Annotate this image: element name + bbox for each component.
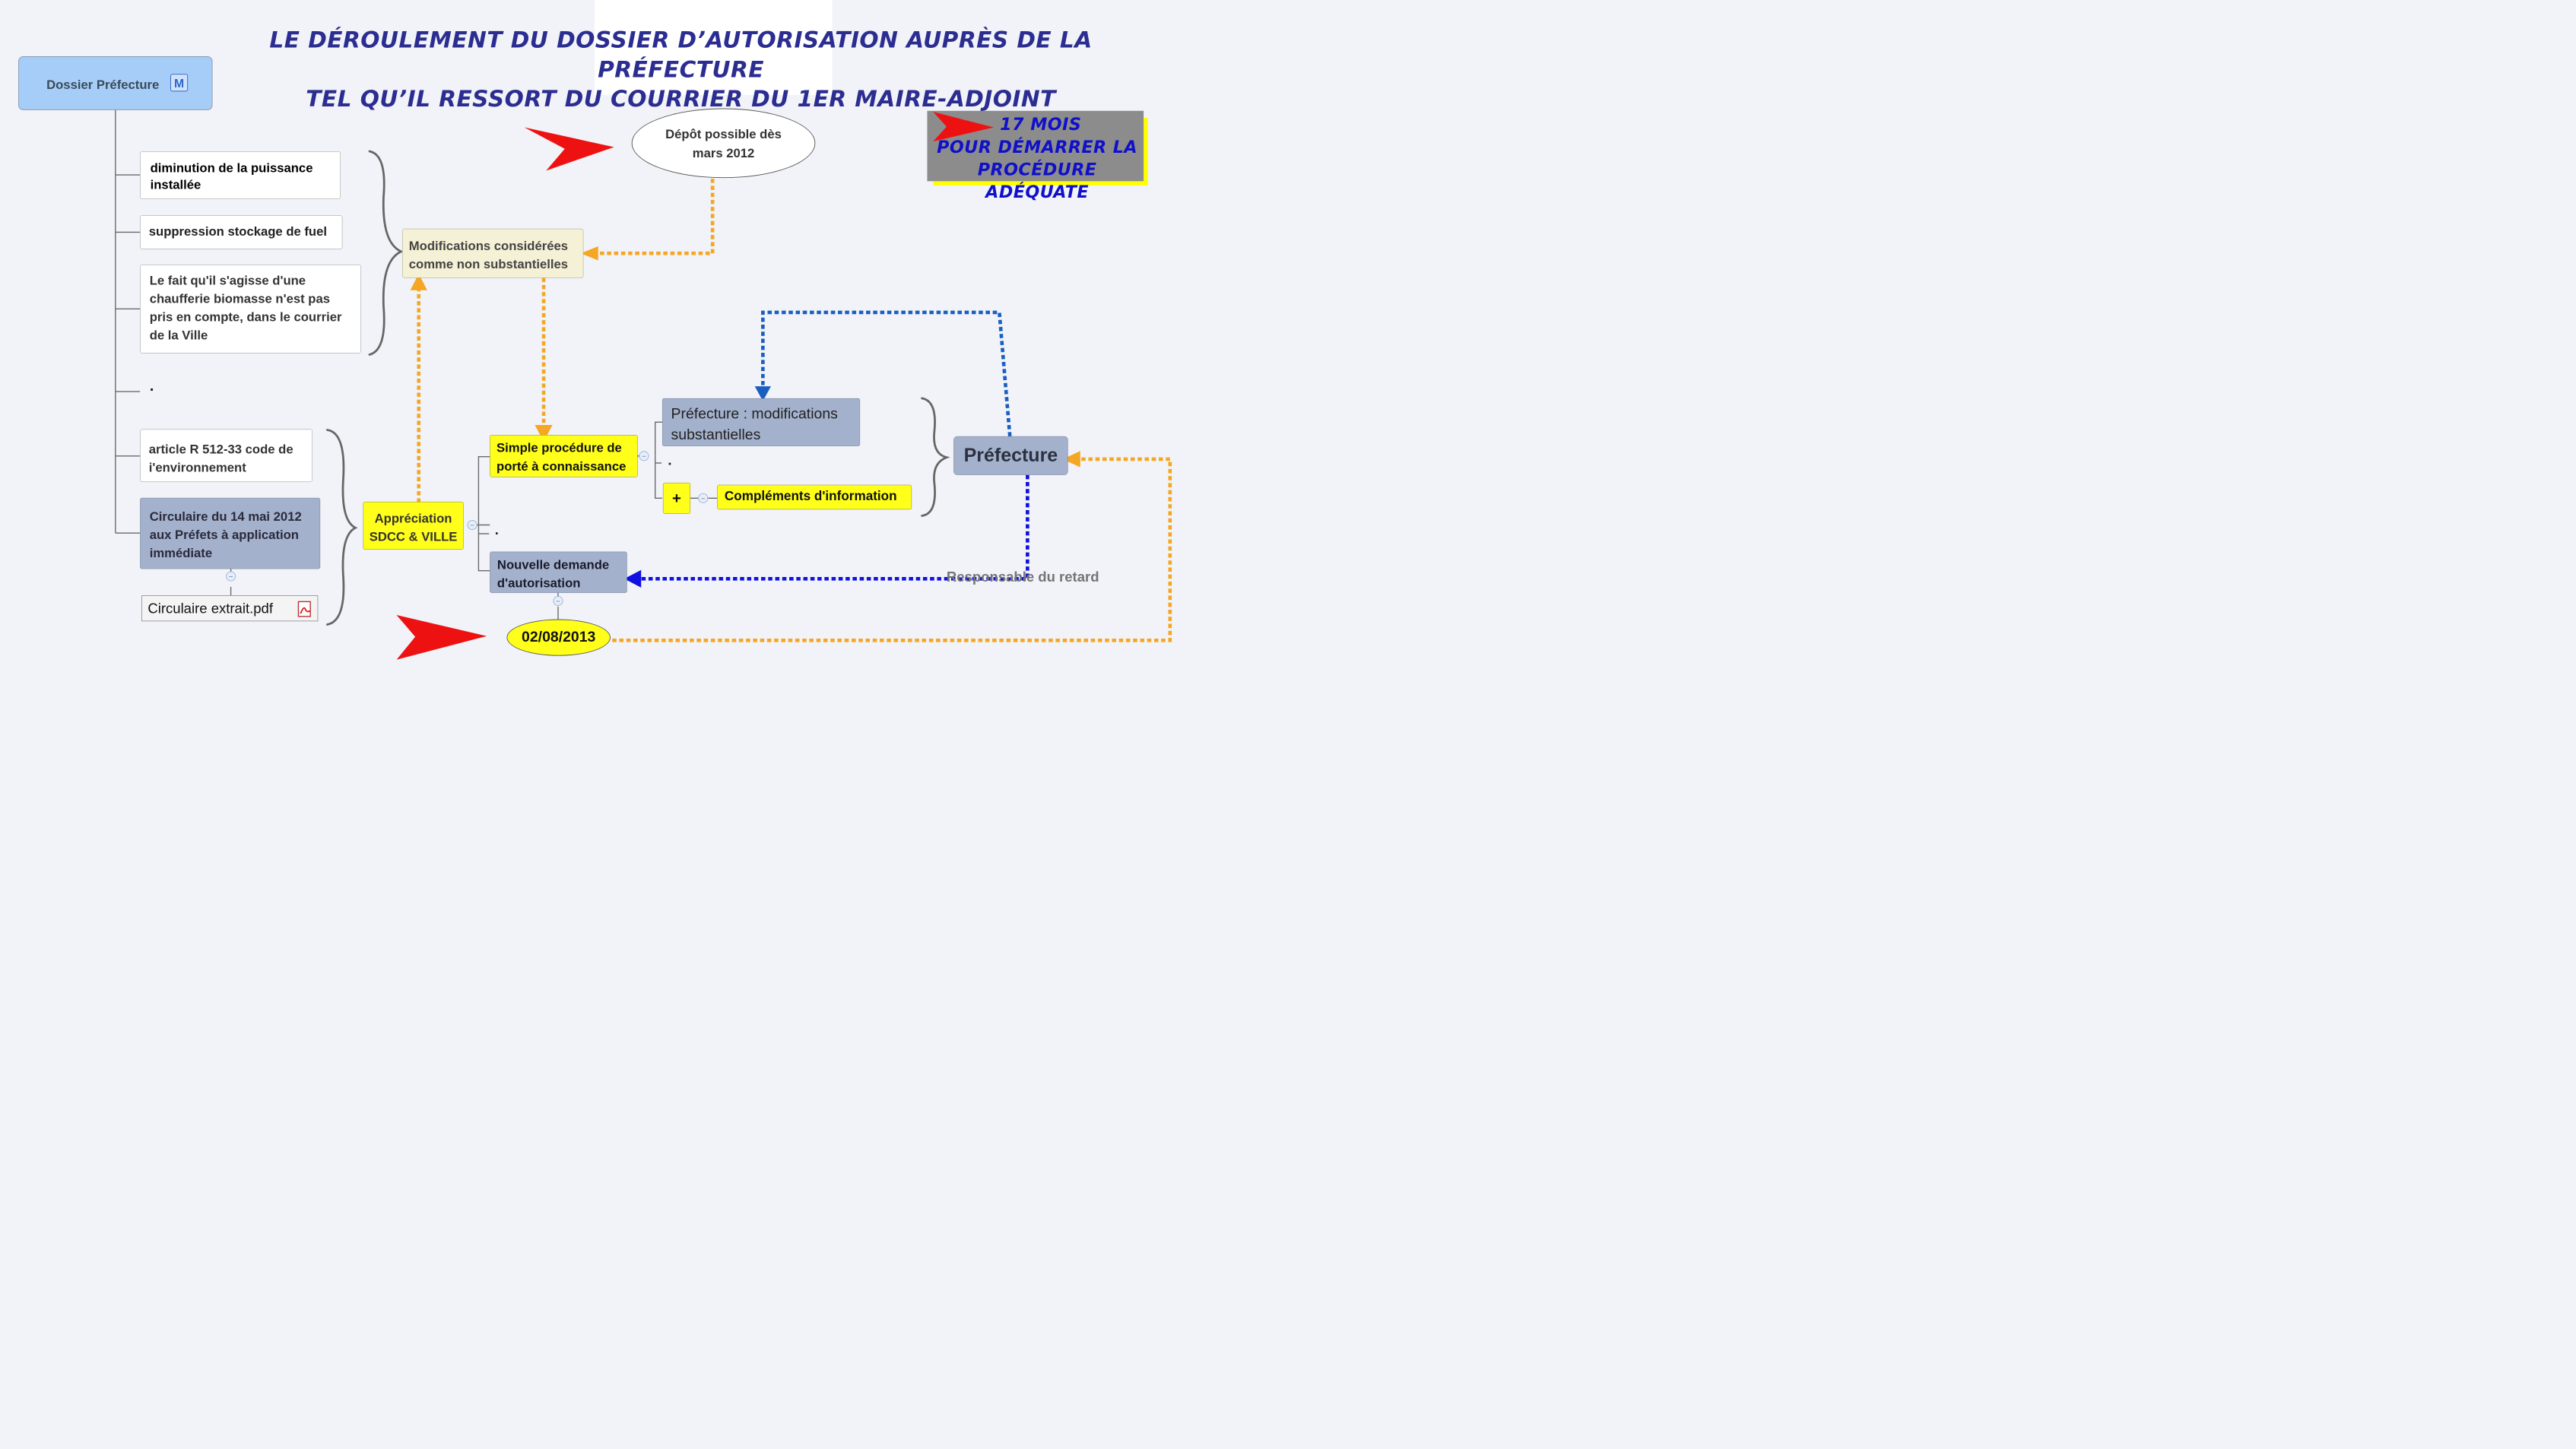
node-prefecture[interactable]: Préfecture — [953, 436, 1068, 475]
node-depot-label: Dépôt possible dès mars 2012 — [665, 126, 782, 160]
connectors-layer — [115, 109, 1172, 660]
pdf-icon — [297, 601, 314, 618]
legal-circulaire[interactable]: Circulaire du 14 mai 2012 aux Préfets à … — [140, 497, 321, 569]
title-line-1: LE DÉROULEMENT DU DOSSIER D’AUTORISATION… — [269, 27, 1093, 83]
collapse-toggle-nouvelle-demande[interactable] — [553, 595, 563, 606]
node-prefecture-modifs[interactable]: Préfecture : modifications substantielle… — [661, 398, 861, 446]
node-dot-simple: . — [668, 452, 672, 468]
branch-item-fuel[interactable]: suppression stockage de fuel — [140, 215, 343, 249]
mindmap-file-icon: M — [170, 74, 189, 92]
attachment-label: Circulaire extrait.pdf — [148, 601, 273, 617]
page-title: LE DÉROULEMENT DU DOSSIER D’AUTORISATION… — [218, 25, 1144, 114]
expand-button[interactable]: + — [662, 482, 691, 514]
node-prefecture-label: Préfecture — [963, 444, 1058, 466]
label-responsable: Responsable du retard — [946, 569, 1099, 585]
node-complements[interactable]: Compléments d'information — [717, 484, 912, 510]
branch-item-fuel-label: suppression stockage de fuel — [148, 224, 328, 239]
callout-text: 17 MOIS POUR DÉMARRER LA PROCÉDURE ADÉQU… — [927, 113, 1147, 203]
title-backdrop — [595, 0, 833, 95]
branch-item-dot: . — [149, 377, 154, 395]
orange-arrowheads — [410, 246, 1080, 468]
legal-circulaire-label: Circulaire du 14 mai 2012 aux Préfets à … — [149, 509, 302, 560]
collapse-toggle-circulaire[interactable] — [226, 571, 236, 582]
node-depot[interactable]: Dépôt possible dès mars 2012 — [631, 108, 816, 179]
deep-blue-arrowhead — [624, 569, 642, 588]
blue-arrowhead — [754, 386, 771, 401]
callout-line-1: 17 MOIS — [1000, 114, 1082, 135]
callout-arrow-icon — [933, 112, 994, 142]
callout-line-2: POUR DÉMARRER LA — [937, 137, 1138, 157]
node-simple-procedure-label: Simple procédure de porté à connaissance — [496, 440, 627, 474]
root-tree-lines — [115, 109, 718, 620]
branch-item-diminution[interactable]: diminution de la puissance installée — [140, 151, 341, 199]
legal-article-label: article R 512-33 code de i'environnement — [148, 442, 293, 475]
orange-links — [417, 179, 1172, 642]
node-dot-appreciation: . — [494, 522, 499, 538]
braces — [326, 150, 950, 626]
expand-button-label: + — [672, 489, 681, 507]
callout-line-3: PROCÉDURE ADÉQUATE — [977, 160, 1097, 202]
attachment-file[interactable]: Circulaire extrait.pdf — [141, 595, 319, 622]
deep-blue-links — [640, 474, 1029, 581]
node-date[interactable]: 02/08/2013 — [506, 619, 611, 656]
node-modifications-label: Modifications considérées comme non subs… — [408, 238, 569, 271]
root-node-label: Dossier Préfecture — [46, 77, 160, 92]
legal-article[interactable]: article R 512-33 code de i'environnement — [140, 429, 312, 483]
node-nouvelle-demande[interactable]: Nouvelle demande d'autorisation — [490, 551, 627, 593]
node-modifications[interactable]: Modifications considérées comme non subs… — [401, 228, 584, 278]
root-node[interactable]: Dossier Préfecture M — [18, 56, 213, 110]
node-simple-procedure[interactable]: Simple procédure de porté à connaissance — [490, 435, 638, 477]
node-date-label: 02/08/2013 — [522, 628, 596, 645]
title-line-2: TEL QU’IL RESSORT DU COURRIER DU 1ER MAI… — [306, 86, 1056, 113]
node-prefecture-modifs-label: Préfecture : modifications substantielle… — [671, 404, 838, 443]
collapse-toggle-appreciation[interactable] — [467, 520, 477, 530]
diagram-canvas: LE DÉROULEMENT DU DOSSIER D’AUTORISATION… — [0, 0, 1192, 671]
branch-item-diminution-label: diminution de la puissance installée — [150, 160, 313, 192]
collapse-toggle-complements[interactable] — [698, 493, 709, 503]
collapse-toggle-simple-procedure[interactable] — [639, 451, 649, 461]
branch-item-biomasse-label: Le fait qu'il s'agisse d'une chaufferie … — [149, 273, 342, 343]
branch-item-biomasse[interactable]: Le fait qu'il s'agisse d'une chaufferie … — [140, 265, 361, 354]
node-appreciation-label: Appréciation SDCC & VILLE — [369, 510, 458, 544]
blue-links — [761, 310, 1012, 437]
node-complements-label: Compléments d'information — [724, 488, 897, 503]
node-nouvelle-demande-label: Nouvelle demande d'autorisation — [496, 557, 610, 591]
mindmap-badge-letter: M — [174, 76, 185, 90]
node-appreciation[interactable]: Appréciation SDCC & VILLE — [363, 501, 464, 550]
